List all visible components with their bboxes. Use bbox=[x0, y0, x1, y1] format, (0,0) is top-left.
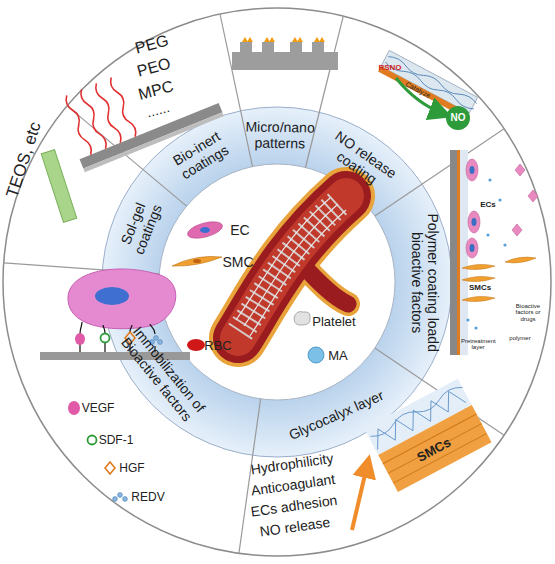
annotation-label: RBC bbox=[204, 339, 231, 353]
annotation-label: REDV bbox=[131, 491, 164, 504]
annotation-label: SMC bbox=[222, 255, 253, 270]
outer-ring bbox=[3, 8, 551, 556]
annotation-label: polymer bbox=[509, 335, 530, 341]
category-sector: Micro/nano patterns bbox=[238, 119, 321, 152]
annotation-label: MA bbox=[328, 349, 348, 363]
center-disc bbox=[159, 164, 395, 400]
annotation-label: EC bbox=[230, 223, 249, 238]
annotation-label: SDF-1 bbox=[99, 434, 134, 447]
annotation-label: RSNO bbox=[378, 64, 401, 72]
annotation-label: SMCs bbox=[469, 284, 491, 292]
sector-title: Micro/nano patterns bbox=[238, 119, 321, 152]
annotation-label: ECs bbox=[480, 201, 496, 209]
micro-nano-illustration bbox=[232, 37, 338, 70]
cell-icons bbox=[172, 219, 324, 363]
annotation-label: Platelet bbox=[312, 315, 355, 329]
category-sector: Polymer coating loadd bioactive factors bbox=[408, 200, 439, 365]
polymer-coating-illustration bbox=[450, 150, 538, 355]
annotation-label: HGF bbox=[119, 462, 144, 475]
annotation-label: Pretreatment layer bbox=[461, 338, 495, 351]
no-release-illustration bbox=[378, 50, 479, 130]
annotation-label: Bioactive factors or drugs bbox=[511, 303, 545, 322]
annotation-label: VEGF bbox=[82, 402, 115, 415]
annotation-label: NO bbox=[451, 113, 466, 124]
sector-dividers bbox=[4, 14, 504, 553]
sector-title: Polymer coating loadd bioactive factors bbox=[408, 200, 439, 365]
sol-gel-strip bbox=[41, 150, 77, 223]
